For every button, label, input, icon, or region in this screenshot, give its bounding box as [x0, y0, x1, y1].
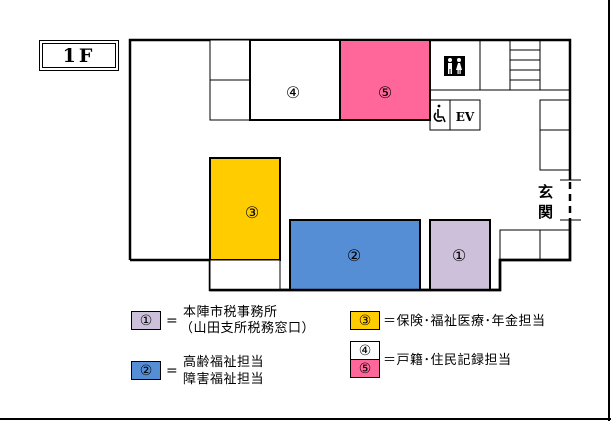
legend-text-2a: 高齢福祉担当	[183, 355, 265, 370]
legend-swatch-5: ⑤	[350, 359, 380, 378]
legend-text-1a: 本陣市税事務所	[183, 305, 278, 320]
floor-label: 1F	[42, 43, 116, 68]
legend-eq-2: =	[166, 363, 178, 379]
room-2	[289, 219, 421, 291]
legend-swatch-2: ②	[131, 361, 161, 380]
legend-text-3: ＝保険･福祉医療･年金担当	[383, 314, 546, 329]
room-5-label: ⑤	[378, 83, 392, 102]
legend-text-2b: 障害福祉担当	[183, 372, 265, 387]
legend-eq-1: =	[166, 313, 178, 329]
floor-label-box: 1F	[39, 40, 119, 71]
frame-border-right	[608, 0, 610, 421]
legend-text-1b: （山田支所税務窓口）	[180, 321, 316, 336]
room-1-label: ①	[452, 246, 466, 265]
elevator-label: EV	[456, 110, 475, 124]
legend-swatch-1: ①	[131, 311, 161, 330]
legend-text-45: ＝戸籍･住民記録担当	[383, 353, 512, 368]
restroom-icon	[444, 56, 465, 76]
legend-swatch-4: ④	[350, 341, 380, 360]
room-4	[249, 39, 341, 121]
entrance-label-2: 関	[538, 203, 554, 221]
entrance-label-1: 玄	[538, 183, 554, 201]
wheelchair-icon	[433, 104, 446, 123]
room-1	[429, 219, 491, 291]
frame-border-bottom	[0, 418, 611, 420]
room-3-label: ③	[245, 203, 259, 222]
room-2-label: ②	[347, 246, 361, 265]
room-4-label: ④	[286, 83, 300, 102]
legend-swatch-3: ③	[350, 311, 380, 330]
